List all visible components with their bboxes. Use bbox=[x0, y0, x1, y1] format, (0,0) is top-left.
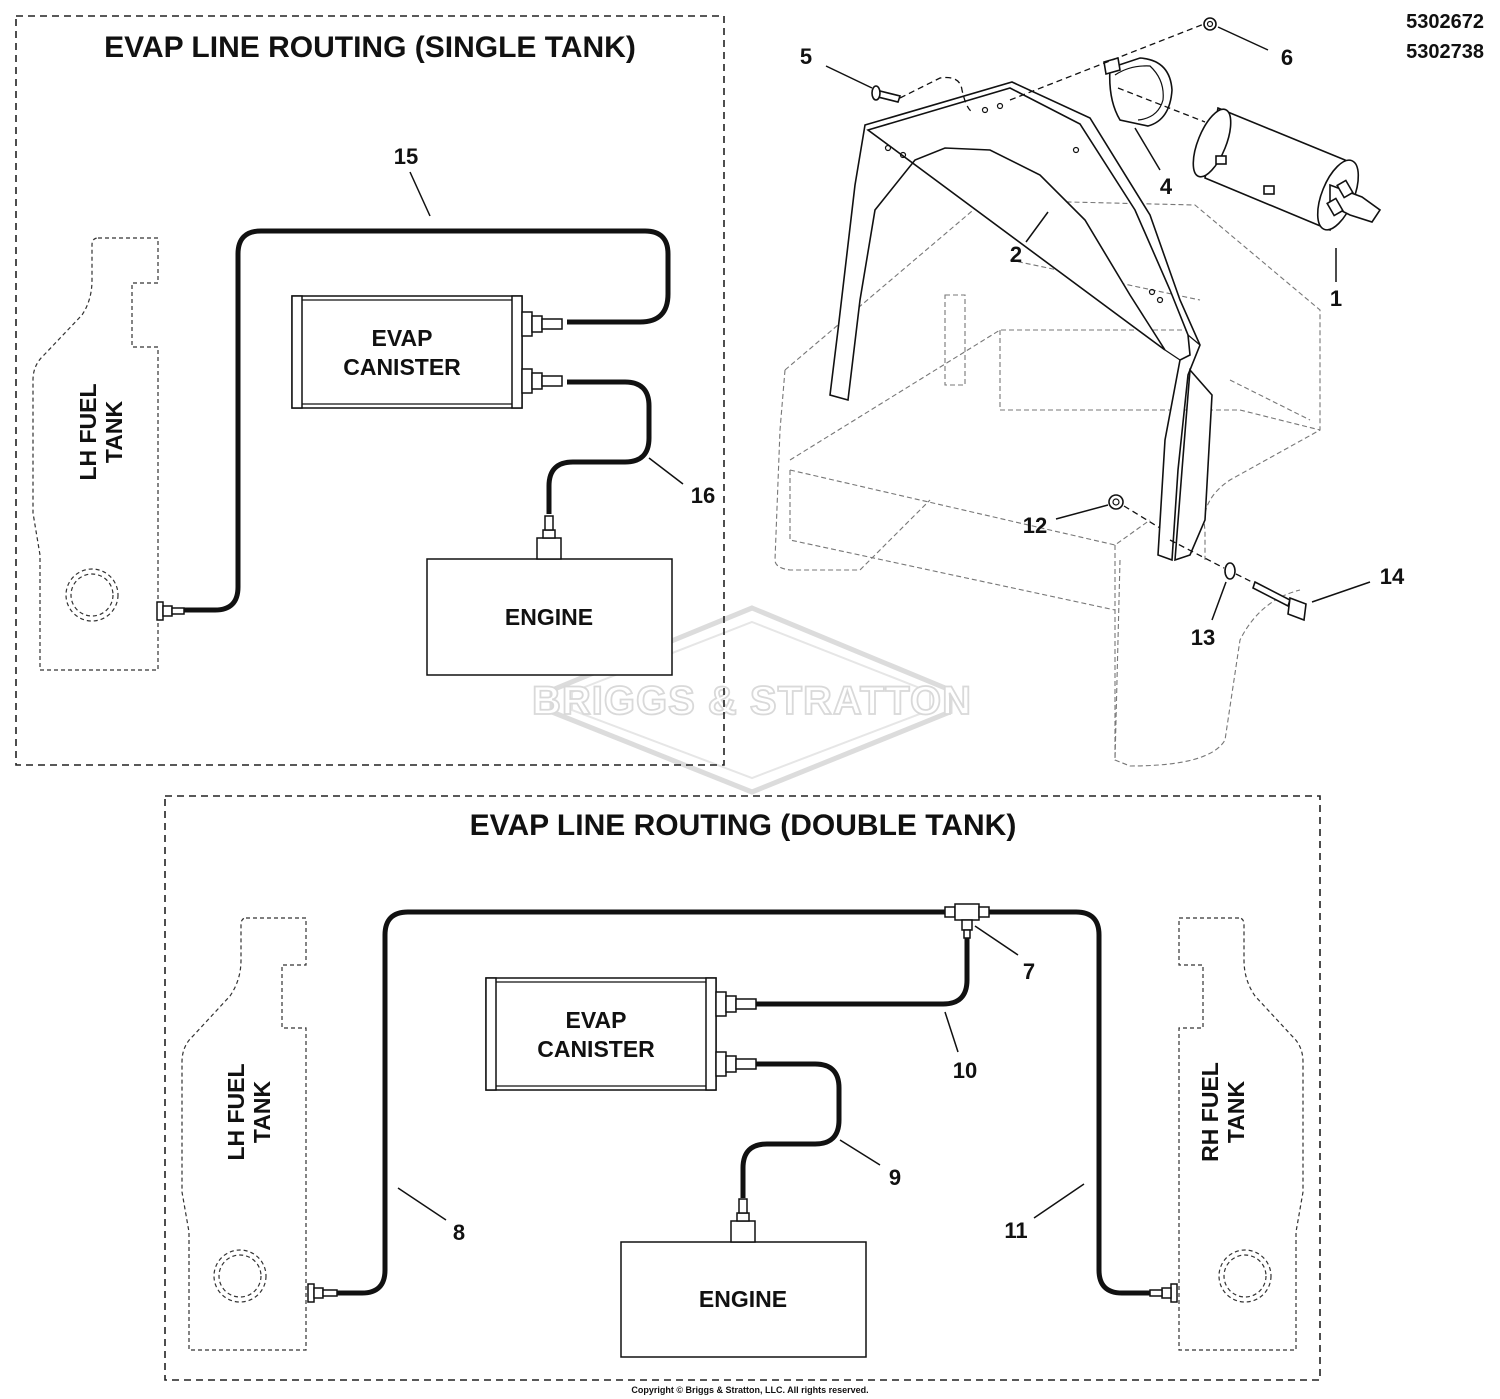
part-number-2: 5302738 bbox=[1406, 41, 1484, 63]
copyright-notice: Copyright © Briggs & Stratton, LLC. All … bbox=[631, 1385, 868, 1395]
watermark: BRIGGS & STRATTON bbox=[531, 605, 972, 795]
callout-13: 13 bbox=[1191, 625, 1215, 650]
screw-5 bbox=[871, 85, 902, 103]
watermark-text: BRIGGS & STRATTON bbox=[532, 679, 972, 723]
callout-1: 1 bbox=[1330, 286, 1342, 311]
callout-12: 12 bbox=[1023, 513, 1047, 538]
callout-5: 5 bbox=[800, 44, 812, 69]
callout-14: 14 bbox=[1380, 564, 1405, 589]
callout-11: 11 bbox=[1004, 1218, 1027, 1243]
engine: ENGINE bbox=[426, 515, 673, 676]
double-tank-title: EVAP LINE ROUTING (DOUBLE TANK) bbox=[470, 809, 1017, 842]
engine-double: ENGINE bbox=[620, 1198, 867, 1358]
hose-8 bbox=[337, 909, 945, 1296]
nut-6 bbox=[1203, 17, 1217, 31]
exploded-view: 1 2 4 5 6 12 13 14 bbox=[774, 17, 1405, 767]
rh-tank-label-line2: TANK bbox=[1223, 1081, 1249, 1144]
lh-fuel-tank-double bbox=[181, 917, 307, 1351]
lh-fuel-cap bbox=[65, 568, 119, 622]
evap-canister: EVAP CANISTER bbox=[291, 295, 563, 409]
double-lh-tank-fitting bbox=[307, 1283, 338, 1303]
hose-11 bbox=[989, 909, 1150, 1296]
lh-tank-label-line1: LH FUEL bbox=[75, 383, 101, 480]
rh-fuel-tank bbox=[1178, 917, 1304, 1351]
double-lh-tank-label-line1: LH FUEL bbox=[223, 1063, 249, 1160]
canister-label-line2: CANISTER bbox=[343, 354, 461, 380]
seat-frame bbox=[829, 81, 1201, 562]
hose-15 bbox=[184, 228, 671, 613]
leader-15 bbox=[409, 171, 431, 217]
double-lh-tank-label-line2: TANK bbox=[249, 1081, 275, 1144]
callout-2: 2 bbox=[1010, 242, 1022, 267]
single-tank-frame bbox=[15, 15, 725, 766]
hose-10 bbox=[756, 938, 970, 1007]
tee-fitting bbox=[944, 903, 990, 939]
nut-12 bbox=[1108, 494, 1124, 510]
seat-frame-rear-leg bbox=[1174, 368, 1213, 562]
canister-3d bbox=[1192, 106, 1382, 232]
evap-canister-double: EVAP CANISTER bbox=[485, 977, 757, 1091]
part-number-1: 5302672 bbox=[1406, 11, 1484, 33]
double-engine-label: ENGINE bbox=[699, 1286, 787, 1312]
hose-9 bbox=[740, 1061, 842, 1198]
lh-tank-fitting bbox=[156, 601, 185, 621]
callout-15: 15 bbox=[394, 144, 418, 169]
hose-16 bbox=[546, 379, 652, 514]
canister-label-line1: EVAP bbox=[372, 325, 433, 351]
double-tank-frame bbox=[164, 795, 1321, 1381]
rh-tank-label-line1: RH FUEL bbox=[1197, 1062, 1223, 1162]
rh-tank-fitting bbox=[1149, 1283, 1178, 1303]
lh-fuel-tank bbox=[32, 237, 159, 671]
single-tank-title: EVAP LINE ROUTING (SINGLE TANK) bbox=[104, 31, 636, 64]
lh-tank-label-line2: TANK bbox=[101, 401, 127, 464]
callout-7: 7 bbox=[1023, 959, 1035, 984]
callout-9: 9 bbox=[889, 1165, 901, 1190]
callout-6: 6 bbox=[1281, 45, 1293, 70]
single-tank-panel: EVAP LINE ROUTING (SINGLE TANK) LH FUEL … bbox=[15, 15, 725, 766]
callout-4: 4 bbox=[1160, 174, 1173, 199]
bolt-14 bbox=[1252, 580, 1307, 622]
double-tank-panel: EVAP LINE ROUTING (DOUBLE TANK) LH FUEL … bbox=[164, 795, 1321, 1381]
callout-16: 16 bbox=[691, 483, 715, 508]
callout-10: 10 bbox=[953, 1058, 977, 1083]
washer-13 bbox=[1224, 562, 1236, 580]
leader-16 bbox=[648, 457, 684, 485]
mounting-clamp bbox=[1103, 56, 1173, 127]
double-canister-label-line1: EVAP bbox=[566, 1007, 627, 1033]
double-canister-label-line2: CANISTER bbox=[537, 1036, 655, 1062]
engine-label: ENGINE bbox=[505, 604, 593, 630]
callout-8: 8 bbox=[453, 1220, 465, 1245]
